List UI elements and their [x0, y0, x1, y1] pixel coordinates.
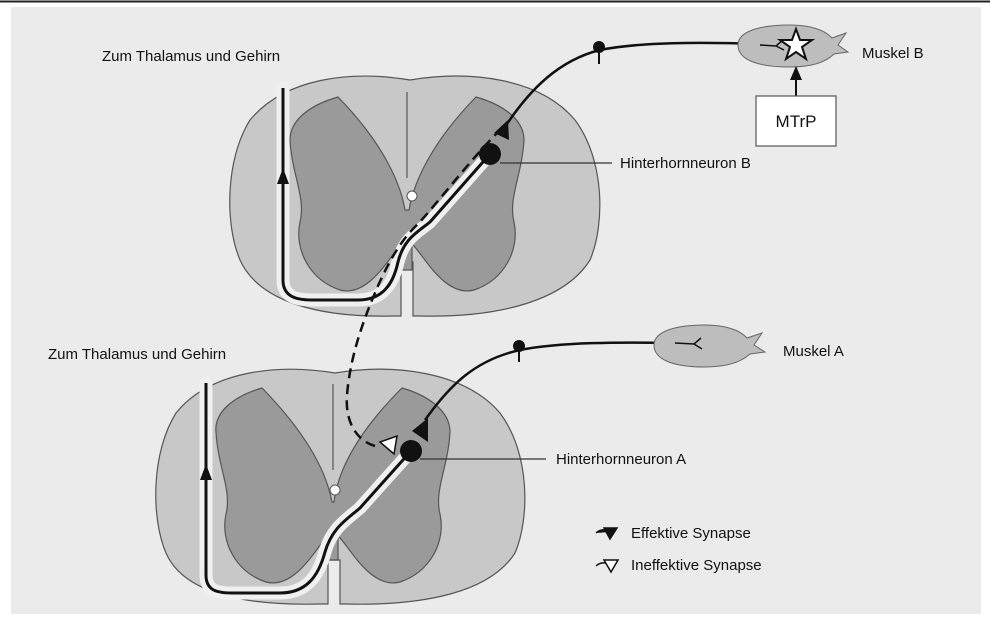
mtrp-label: MTrP — [776, 112, 817, 131]
central-canal-top — [407, 191, 417, 201]
label-muscle-a: Muskel A — [783, 343, 844, 360]
legend-ineffective-label: Ineffektive Synapse — [631, 557, 762, 574]
label-neuron-a: Hinterhornneuron A — [556, 451, 686, 468]
label-top-thalamus: Zum Thalamus und Gehirn — [102, 48, 280, 65]
dorsal-horn-neuron-b — [479, 143, 501, 165]
dorsal-horn-neuron-a — [400, 440, 422, 462]
ganglion-b — [593, 41, 605, 53]
legend-effective-label: Effektive Synapse — [631, 525, 751, 542]
ganglion-a — [513, 340, 525, 352]
label-neuron-b: Hinterhornneuron B — [620, 155, 751, 172]
label-muscle-b: Muskel B — [862, 45, 924, 62]
label-bottom-thalamus: Zum Thalamus und Gehirn — [48, 346, 226, 363]
central-canal-bottom — [330, 485, 340, 495]
